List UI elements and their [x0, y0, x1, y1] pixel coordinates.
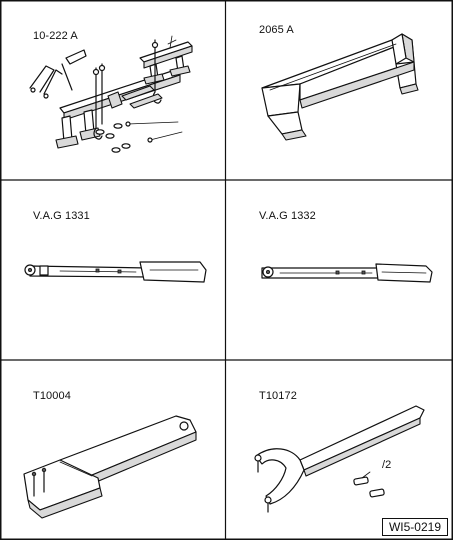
- tool-label-t10004: T10004: [33, 390, 71, 402]
- torque-wrench-1332-drawing: [261, 263, 433, 283]
- engine-support-bridge-drawing: [29, 35, 193, 153]
- counterhold-t10004-drawing: [23, 415, 197, 519]
- tool-label-10-222a: 10-222 A: [33, 30, 78, 42]
- tool-label-2065a: 2065 A: [259, 24, 294, 36]
- counterhold-t10172-drawing: [254, 405, 425, 513]
- tool-label-t10172: T10172: [259, 390, 297, 402]
- tool-sublabel-t10172-2: /2: [382, 459, 392, 471]
- figure-reference-code: WI5-0219: [381, 518, 448, 536]
- support-bar-drawing: [261, 33, 419, 141]
- tool-label-vag1332: V.A.G 1332: [259, 210, 316, 222]
- torque-wrench-1331-drawing: [24, 261, 207, 283]
- tool-label-vag1331: V.A.G 1331: [33, 210, 90, 222]
